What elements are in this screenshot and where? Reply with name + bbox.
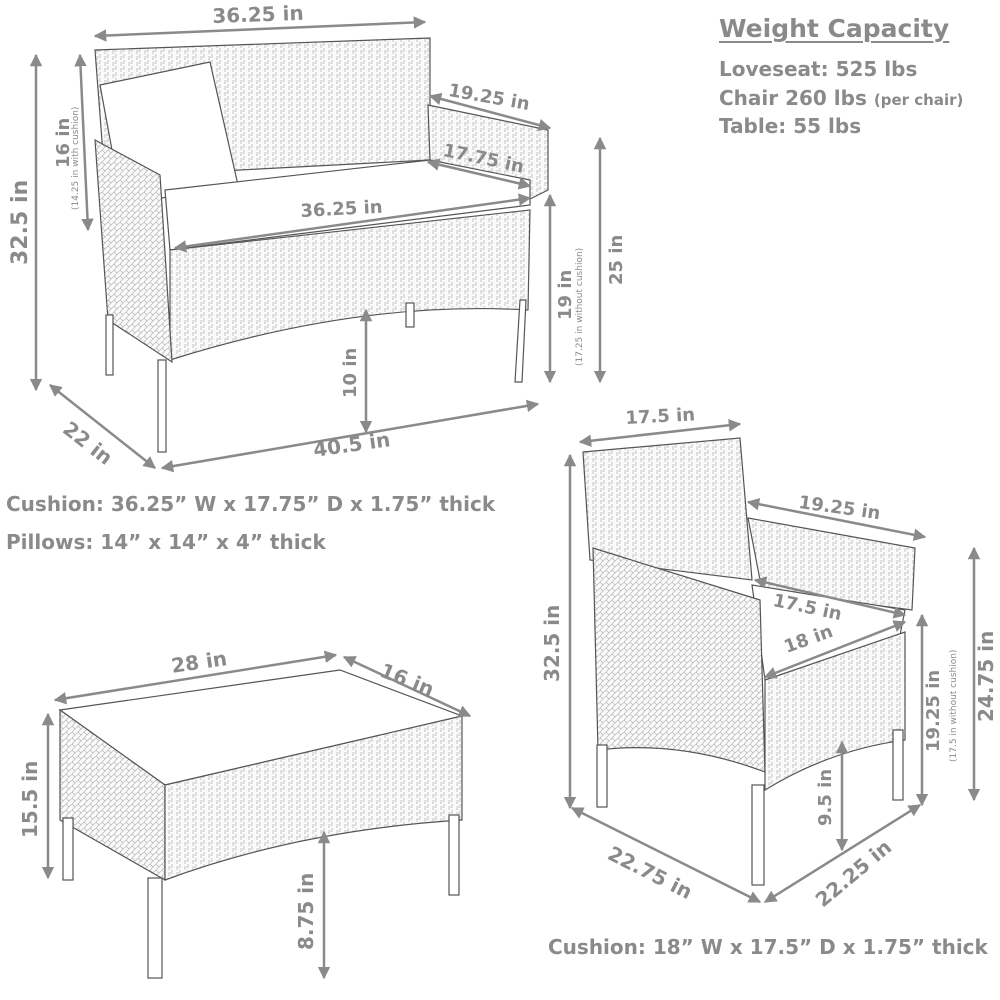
chair-seat-height-note: (17.5 in without cushion) — [949, 649, 959, 762]
loveseat-seat-width-label: 36.25 in — [299, 196, 384, 222]
weight-table: Table: 55 lbs — [719, 114, 862, 138]
loveseat-clearance-label: 10 in — [340, 347, 361, 398]
table-drawing — [58, 669, 465, 979]
chair-clearance-label: 9.5 in — [815, 768, 836, 826]
dimension-arrows — [29, 16, 981, 980]
table-clearance-label: 8.75 in — [294, 872, 318, 950]
chair-arm-height-label: 24.75 in — [974, 630, 998, 722]
table-height-label: 15.5 in — [18, 760, 42, 838]
weight-chair: Chair 260 lbs (per chair) — [719, 86, 963, 110]
loveseat-drawing — [94, 37, 549, 453]
weight-capacity-title: Weight Capacity — [719, 14, 950, 43]
loveseat-back-width-label: 36.25 in — [211, 0, 305, 28]
chair-seat-height-label: 19.25 in — [923, 669, 944, 752]
loveseat-arm-height-label: 25 in — [606, 234, 627, 285]
chair-back-width-label: 17.5 in — [624, 404, 696, 429]
weight-chair-value: Chair 260 lbs — [719, 86, 867, 110]
chair-cushion-caption: Cushion: 18” W x 17.5” D x 1.75” thick — [548, 935, 988, 959]
weight-loveseat: Loveseat: 525 lbs — [719, 57, 918, 81]
loveseat-cushion-caption: Cushion: 36.25” W x 17.75” D x 1.75” thi… — [6, 492, 496, 516]
loveseat-seat-height-label: 19 in — [555, 269, 576, 320]
chair-height-label: 32.5 in — [540, 604, 564, 682]
loveseat-pillows-caption: Pillows: 14” x 14” x 4” thick — [6, 530, 326, 554]
loveseat-height-label: 32.5 in — [8, 179, 33, 265]
loveseat-seat-height-note: (17.25 in without cushion) — [575, 247, 585, 366]
loveseat-back-height-note: (14.25 in with cushion) — [71, 106, 81, 210]
weight-chair-note: (per chair) — [873, 91, 964, 109]
